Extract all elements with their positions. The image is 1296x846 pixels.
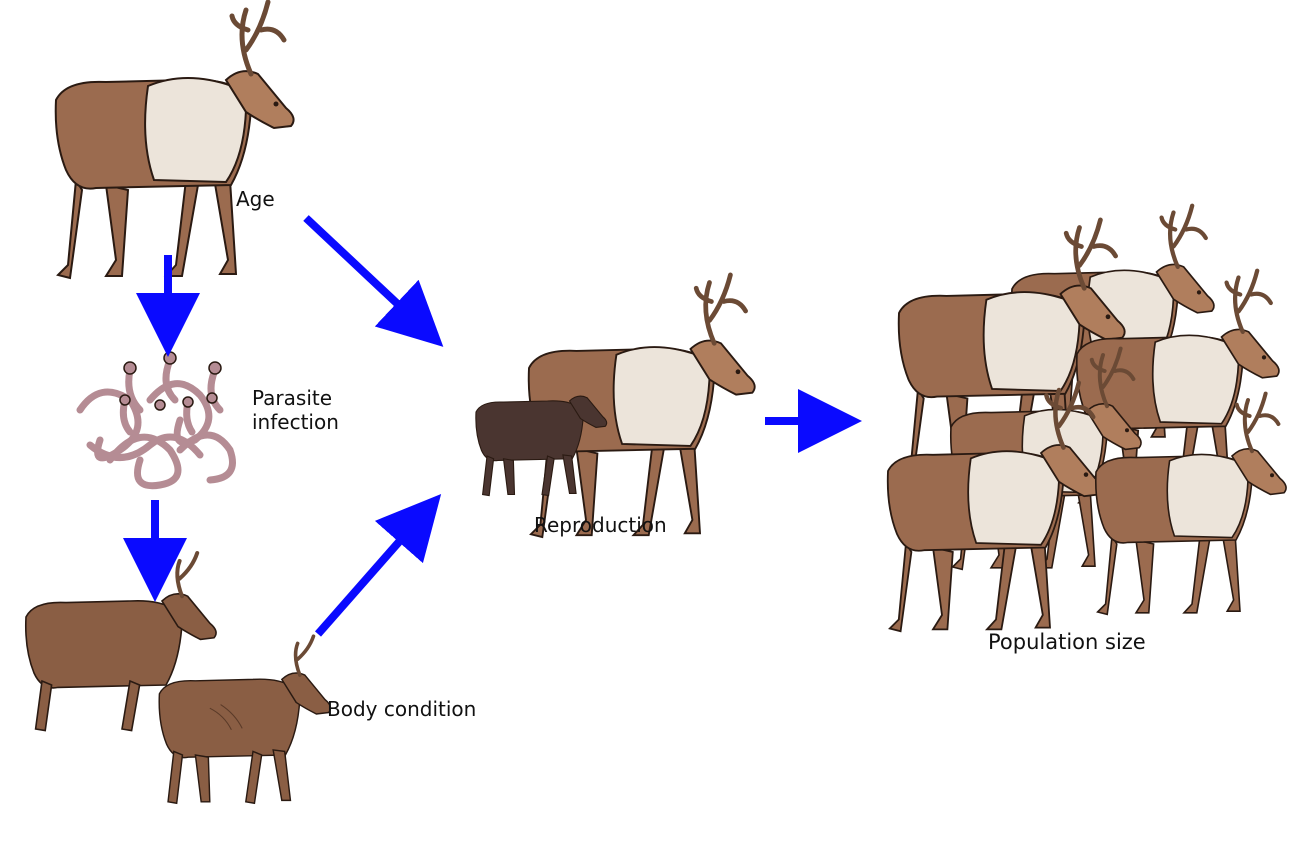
thin-reindeer-illustration (159, 636, 330, 803)
population-herd-illustration (888, 206, 1286, 632)
label-age: Age (236, 187, 275, 211)
label-reproduction: Reproduction (534, 513, 667, 537)
arrow-body-to-reproduction (318, 518, 420, 634)
label-population-size: Population size (988, 630, 1146, 654)
label-parasite-infection: Parasite infection (252, 386, 339, 434)
label-parasite-line2: infection (252, 410, 339, 434)
age-reindeer-illustration (56, 2, 294, 278)
parasite-worms-illustration (80, 360, 233, 486)
arrow-age-to-reproduction (306, 218, 420, 325)
label-parasite-line1: Parasite (252, 386, 339, 410)
label-body-condition: Body condition (327, 697, 476, 721)
